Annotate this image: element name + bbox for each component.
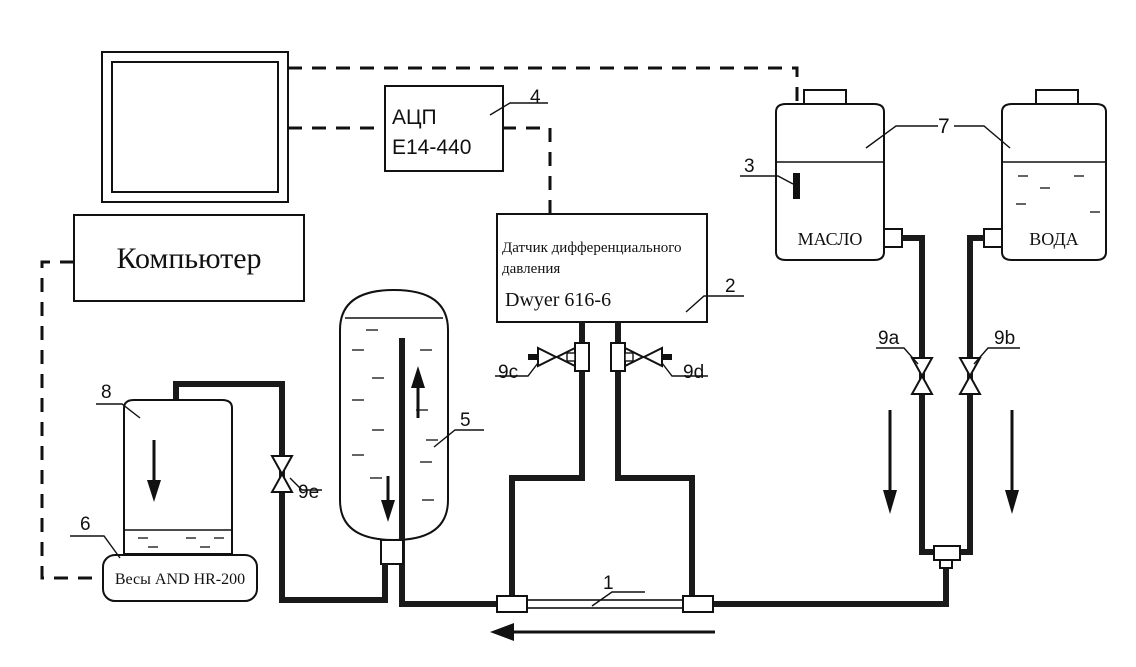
main-line: 1	[399, 338, 949, 641]
separator-vessel: 5	[339, 288, 484, 565]
scale-unit: Весы AND HR-200 6	[70, 514, 258, 602]
leader-2	[685, 295, 744, 313]
number-6: 6	[80, 514, 91, 535]
tee-9d	[610, 342, 626, 372]
number-2: 2	[725, 276, 736, 297]
number-3: 3	[744, 156, 755, 177]
sensor-label-line2: давления	[502, 261, 560, 277]
feed-lines: 9a 9b	[876, 235, 1020, 569]
oil-label: МАСЛО	[798, 229, 863, 249]
sensor-piping: 9c 9d	[495, 322, 708, 598]
number-9c: 9c	[498, 362, 518, 383]
flow-arrow-down-water	[1005, 490, 1019, 514]
probe-3	[793, 173, 800, 199]
signal-line-computer-probe	[288, 66, 799, 200]
tube-fitting-left	[496, 595, 528, 613]
valve-9a	[910, 357, 934, 395]
valve-9b	[958, 357, 982, 395]
pressure-sensor: Датчик дифференциального давления Dwyer …	[496, 213, 744, 323]
computer-unit: Компьютер	[73, 214, 305, 302]
sensor-model: Dwyer 616-6	[505, 289, 611, 311]
oil-tank-outlet	[883, 228, 903, 248]
collection-beaker: 8	[96, 382, 233, 555]
computer-label: Компьютер	[116, 242, 261, 275]
valve-9e	[270, 455, 294, 493]
water-tank-outlet	[983, 228, 1003, 248]
signal-lines	[40, 66, 799, 580]
signal-line-computer-scale	[40, 260, 103, 580]
tee-9c	[574, 342, 590, 372]
measuring-tube	[511, 599, 693, 609]
oil-tank: МАСЛО 3	[740, 89, 903, 261]
number-1: 1	[603, 573, 614, 594]
adc-label-line1: АЦП	[392, 106, 437, 129]
adc-label-line2: E14-440	[392, 136, 471, 159]
number-9b: 9b	[994, 328, 1015, 349]
flow-arrow-down-vessel	[381, 500, 395, 522]
flow-arrow-down-beaker	[147, 480, 161, 502]
flow-arrow-up	[411, 366, 425, 388]
computer-monitor	[101, 51, 289, 203]
number-4: 4	[530, 87, 541, 108]
number-9d: 9d	[683, 362, 704, 383]
scale-label: Весы AND HR-200	[115, 571, 245, 588]
number-9e: 9e	[298, 482, 319, 503]
number-8: 8	[101, 382, 112, 403]
valve-9c	[528, 346, 576, 368]
vessel-outlet-fitting	[380, 539, 404, 565]
tube-fitting-right	[682, 595, 714, 613]
sensor-label-line1: Датчик дифференциального	[502, 240, 682, 256]
flow-arrow-down-oil	[883, 490, 897, 514]
number-9a: 9a	[878, 328, 900, 349]
signal-line-adc-sensor	[502, 126, 552, 214]
mixing-tee	[933, 545, 961, 561]
water-label: ВОДА	[1029, 229, 1078, 249]
leader-4	[489, 102, 548, 116]
number-5: 5	[460, 410, 471, 431]
flow-arrow-left	[490, 623, 514, 641]
adc-unit: АЦП E14-440 4	[384, 85, 548, 172]
valve-9d	[624, 346, 672, 368]
water-tank: ВОДА 7	[865, 89, 1107, 261]
number-7: 7	[938, 115, 950, 138]
